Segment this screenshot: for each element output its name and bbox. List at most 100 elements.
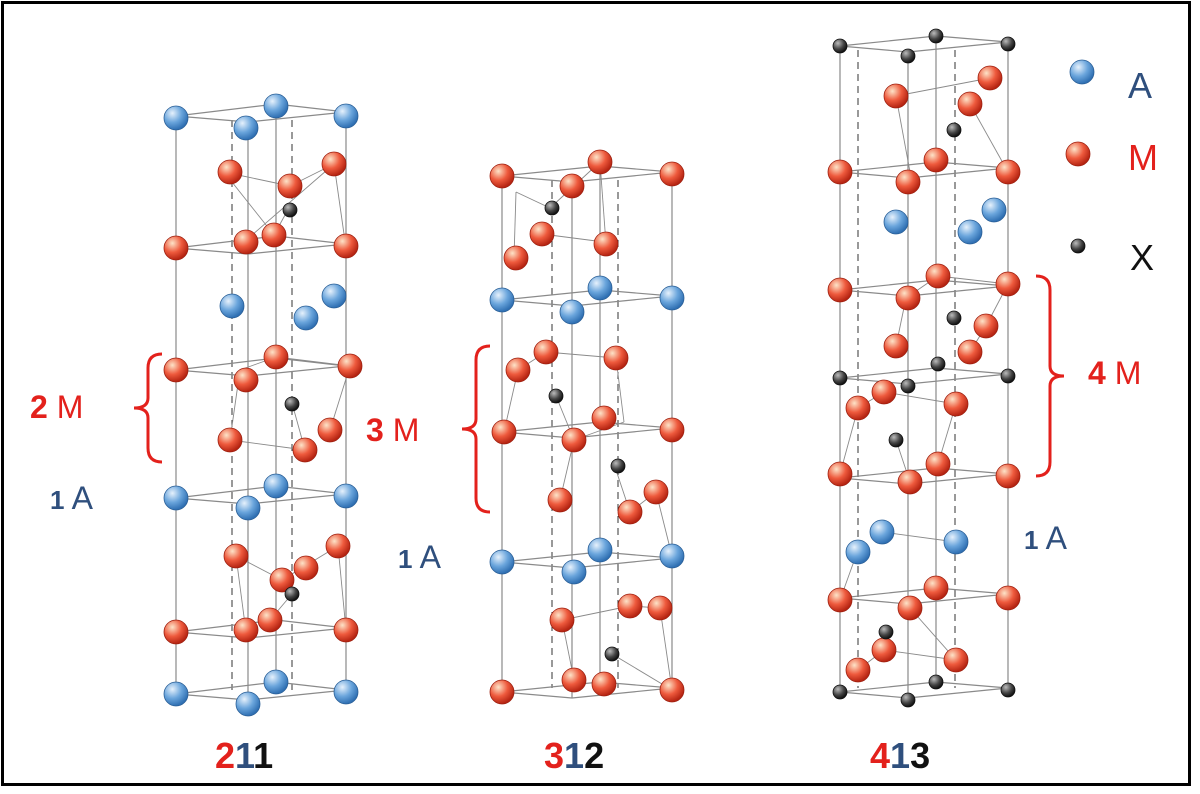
atom-a: [981, 197, 1007, 223]
atom-m: [593, 231, 619, 257]
label-312-m-layers: 3 M: [366, 412, 420, 448]
lattice-edge: [571, 295, 673, 307]
bracket-211-m-layers: [133, 352, 163, 464]
atom-a: [333, 679, 359, 705]
lattice-edge: [501, 551, 601, 563]
atom-a: [235, 495, 261, 521]
atom-x: [832, 38, 848, 54]
atom-m: [883, 83, 909, 109]
atom-m: [325, 533, 351, 559]
atom-m: [943, 391, 969, 417]
atom-a: [1069, 59, 1095, 85]
atom-a: [559, 299, 585, 325]
atom-x: [878, 624, 894, 640]
atom-x: [544, 200, 560, 216]
atom-a: [869, 519, 895, 545]
atom-m: [591, 671, 617, 697]
atom-m: [827, 587, 853, 613]
lattice-edge: [571, 687, 673, 699]
legend-label-m: M: [1128, 137, 1158, 178]
atom-x: [832, 684, 848, 700]
atom-m: [995, 159, 1021, 185]
lattice-edge: [907, 285, 1009, 297]
atom-m: [617, 499, 643, 525]
atom-x: [284, 396, 300, 412]
lattice-edge: [907, 41, 1009, 53]
lattice-edge: [839, 279, 937, 291]
atom-m: [897, 595, 923, 621]
atom-m: [871, 637, 897, 663]
lattice-edge: [247, 365, 347, 377]
atom-a: [489, 287, 515, 313]
lattice-edge: [247, 493, 347, 505]
atom-a: [233, 115, 259, 141]
atom-m: [845, 657, 871, 683]
bond-line: [515, 191, 551, 209]
label-211-m-layers: 2 M: [30, 389, 84, 425]
atom-x: [548, 388, 564, 404]
legend-label-x: X: [1130, 237, 1155, 278]
atom-x: [928, 674, 944, 690]
atom-m: [317, 417, 343, 443]
atom-m: [321, 151, 347, 177]
atom-m: [923, 575, 949, 601]
atom-m: [977, 65, 1003, 91]
lattice-edge: [175, 357, 277, 371]
atom-m: [827, 461, 853, 487]
legend-label-a: A: [1128, 65, 1153, 106]
atom-m: [292, 437, 318, 463]
lattice-edge: [247, 627, 347, 639]
atom-a: [163, 105, 189, 131]
atom-a: [333, 483, 359, 509]
atom-m: [561, 667, 587, 693]
atom-m: [549, 607, 575, 633]
atom-a: [883, 209, 909, 235]
atom-m: [217, 159, 243, 185]
atom-m: [233, 367, 259, 393]
atom-m: [995, 463, 1021, 489]
atom-m: [233, 229, 259, 255]
bond-line: [895, 95, 911, 173]
atom-x: [832, 370, 848, 386]
lattice-edge: [935, 367, 1009, 375]
atom-a: [659, 285, 685, 311]
lattice-edge: [839, 45, 909, 53]
atom-m: [263, 344, 289, 370]
atom-a: [321, 283, 347, 309]
atom-m: [925, 263, 951, 289]
atom-m: [895, 169, 921, 195]
atom-m: [659, 161, 685, 187]
atom-a: [163, 485, 189, 511]
atom-m: [617, 593, 643, 619]
atom-x: [1000, 368, 1016, 384]
atom-m: [659, 677, 685, 703]
lattice-edge: [175, 681, 277, 695]
bond-line: [659, 607, 673, 691]
atom-m: [647, 595, 673, 621]
bond-line: [881, 531, 957, 543]
atom-m: [603, 345, 629, 371]
lattice-edge: [839, 691, 909, 699]
bracket-413-m-layers: [1035, 274, 1065, 478]
atom-a: [957, 219, 983, 245]
atom-a: [561, 559, 587, 585]
atom-a: [587, 537, 613, 563]
atom-m: [995, 585, 1021, 611]
atom-m: [505, 357, 531, 383]
atom-x: [900, 48, 916, 64]
atom-a: [163, 681, 189, 707]
atom-x: [284, 586, 300, 602]
atom-m: [897, 469, 923, 495]
lattice-edge: [501, 421, 601, 433]
lattice-atoms: [163, 28, 1095, 717]
atom-m: [489, 679, 515, 705]
label-312-a-layer: 1 A: [398, 539, 441, 575]
atom-a: [943, 529, 969, 555]
lattice-edge: [571, 427, 673, 439]
atom-x: [928, 28, 944, 44]
atom-m: [337, 353, 363, 379]
atom-x: [282, 202, 298, 218]
atom-m: [559, 173, 585, 199]
lattice-edge: [935, 35, 1009, 43]
